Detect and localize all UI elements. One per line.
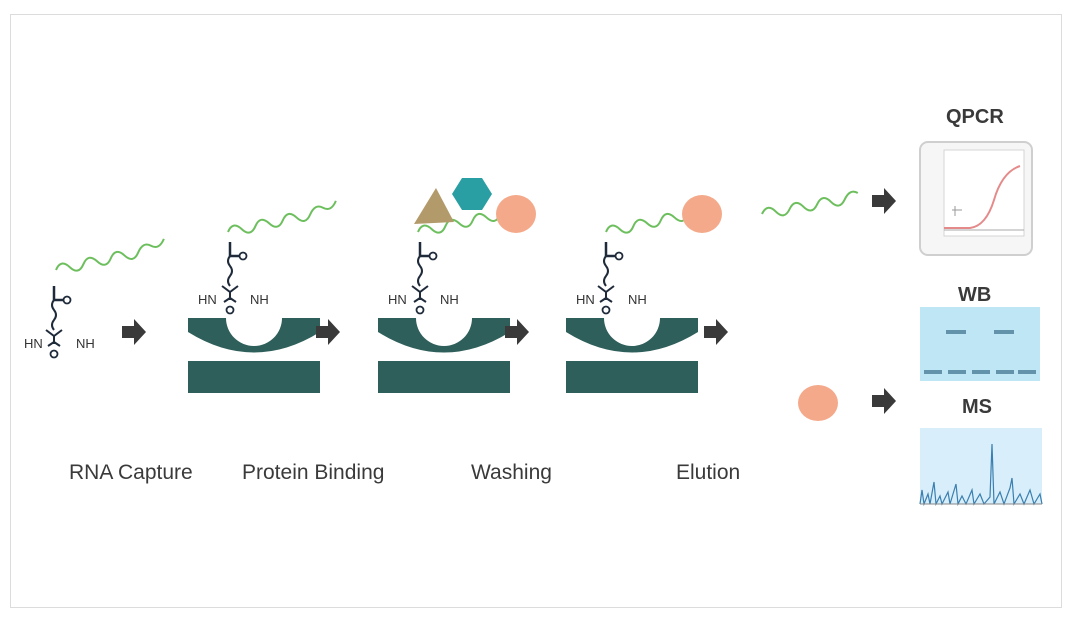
- output-label-ms: MS: [962, 396, 992, 418]
- protein-circle: [496, 195, 536, 233]
- protein-hexagon: [452, 178, 492, 210]
- bead: [378, 318, 510, 393]
- biotin-linker: [410, 240, 438, 315]
- arrow-to-qpcr: [872, 188, 896, 214]
- biotin-linker: [44, 284, 72, 359]
- arrow-to-ms: [872, 388, 896, 414]
- bead: [566, 318, 698, 393]
- hn-label: HN: [576, 292, 595, 307]
- nh-label: NH: [250, 292, 269, 307]
- arrow-1: [122, 319, 146, 345]
- rna-strand: [227, 200, 337, 234]
- step-label-rna-capture: RNA Capture: [69, 461, 193, 484]
- step-label-protein-binding: Protein Binding: [242, 461, 385, 484]
- eluted-protein: [798, 385, 838, 421]
- nh-label: NH: [628, 292, 647, 307]
- output-label-wb: WB: [958, 284, 992, 306]
- step-label-washing: Washing: [471, 461, 552, 484]
- nh-label: NH: [76, 336, 95, 351]
- step-washing-bead: HN NH: [378, 178, 536, 393]
- step-elution-bead: HN NH: [566, 195, 722, 393]
- protein-triangle: [414, 188, 454, 224]
- qpcr-plot: [919, 141, 1033, 256]
- hn-label: HN: [24, 336, 43, 351]
- hn-label: HN: [388, 292, 407, 307]
- protein-circle: [682, 195, 722, 233]
- rna-strand: [55, 238, 165, 272]
- ms-spectrum: [910, 424, 1044, 514]
- output-label-qpcr: QPCR: [946, 106, 1004, 128]
- step-protein-binding-bead: HN NH: [188, 200, 337, 393]
- biotin-linker: [220, 240, 248, 315]
- biotin-linker: [596, 240, 624, 315]
- bead: [188, 318, 320, 393]
- diagram-frame: [10, 14, 1062, 608]
- step-rna-capture-probe: HN NH: [24, 238, 165, 359]
- hn-label: HN: [198, 292, 217, 307]
- nh-label: NH: [440, 292, 459, 307]
- arrow-4: [704, 319, 728, 345]
- step-label-elution: Elution: [676, 461, 741, 484]
- wb-blot: [920, 307, 1040, 381]
- eluted-rna: [761, 190, 859, 217]
